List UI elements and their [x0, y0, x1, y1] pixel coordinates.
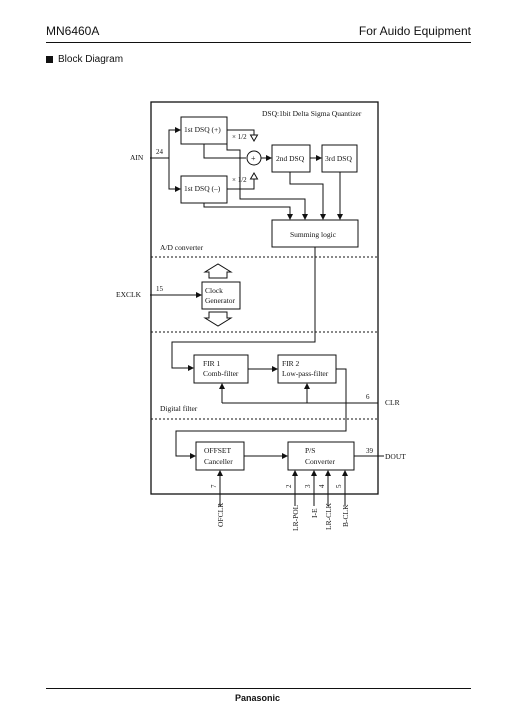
ofclr-pin: 7: [210, 484, 218, 488]
dsq-plus-feedback: [203, 144, 246, 159]
clock-label-2: Generator: [205, 296, 235, 305]
fir1-label-2: Comb-filter: [203, 369, 239, 378]
ain-to-dsq-plus: [168, 127, 181, 158]
lrpol-pin: 2: [285, 484, 293, 488]
application-title: For Auido Equipment: [358, 24, 471, 38]
ps-label-1: P/S: [305, 446, 315, 455]
lrclk-pin: 4: [318, 484, 326, 488]
dout-pin: 39: [366, 447, 374, 455]
dsq-minus-label: 1st DSQ (–): [184, 184, 221, 193]
dsq3-label: 3rd DSQ: [325, 154, 352, 163]
ps-label-2: Converter: [305, 457, 335, 466]
ofclr-label: OFCLR: [216, 503, 225, 527]
ad-section-label: A/D converter: [160, 243, 204, 252]
fir1-label-1: FIR 1: [203, 359, 221, 368]
dsq-plus-to-summing: [226, 144, 308, 220]
gain-top-triangle: [249, 134, 259, 142]
ie-pin: 3: [304, 484, 312, 488]
dsq3-block: [321, 144, 358, 173]
fir2-block: [277, 354, 337, 384]
header-rule: [46, 42, 471, 43]
digital-section-label: Digital filter: [160, 404, 198, 413]
exclk-label: EXCLK: [116, 290, 142, 299]
gain-top: × 1/2: [232, 133, 247, 141]
square-bullet-icon: [46, 56, 53, 63]
clock-label-1: Clock: [205, 286, 223, 295]
fir2-to-offset: [175, 368, 347, 459]
adder-symbol: +: [251, 154, 256, 163]
section-heading: Block Diagram: [46, 54, 123, 65]
ain-label: AIN: [130, 153, 144, 162]
lrpol-label: LR-POL: [291, 504, 300, 531]
ps-converter-block: [287, 441, 355, 471]
summing-to-fir1: [171, 247, 316, 371]
gain-bottom-triangle: [249, 172, 259, 180]
ie-label: I-E: [310, 508, 319, 518]
dsq-plus-label: 1st DSQ (+): [184, 125, 221, 134]
dsq-minus-to-summing: [203, 203, 293, 220]
clock-up-arrow-icon: [203, 263, 233, 279]
offset-label-2: Canceller: [204, 457, 233, 466]
offset-label-1: OFFSET: [204, 446, 232, 455]
dsq2-label: 2nd DSQ: [276, 154, 305, 163]
ain-pin: 24: [156, 148, 164, 156]
section-title: Block Diagram: [58, 54, 124, 65]
exclk-pin: 15: [156, 285, 164, 293]
ain-to-dsq-minus: [168, 158, 181, 192]
chip-outline: [150, 101, 379, 495]
clock-down-arrow-icon: [203, 311, 233, 327]
footer-rule: [46, 688, 471, 689]
clr-label: CLR: [385, 398, 400, 407]
clock-generator-block: [201, 281, 241, 310]
fir2-label-2: Low-pass-filter: [282, 369, 329, 378]
dout-label: DOUT: [385, 452, 406, 461]
bclk-label: B-CLK: [341, 504, 350, 527]
footer-brand: Panasonic: [234, 693, 281, 703]
dsq2-block: [271, 144, 311, 173]
part-number: MN6460A: [46, 24, 100, 38]
summing-logic-label: Summing logic: [290, 230, 337, 239]
fir2-label-1: FIR 2: [282, 359, 300, 368]
bclk-pin: 5: [335, 484, 343, 488]
clr-pin: 6: [366, 393, 370, 401]
dsq2-to-summing: [289, 172, 326, 220]
dsq-note: DSQ:1bit Delta Sigma Quantizer: [262, 109, 362, 118]
lrclk-label: LR-CLK: [324, 502, 333, 530]
